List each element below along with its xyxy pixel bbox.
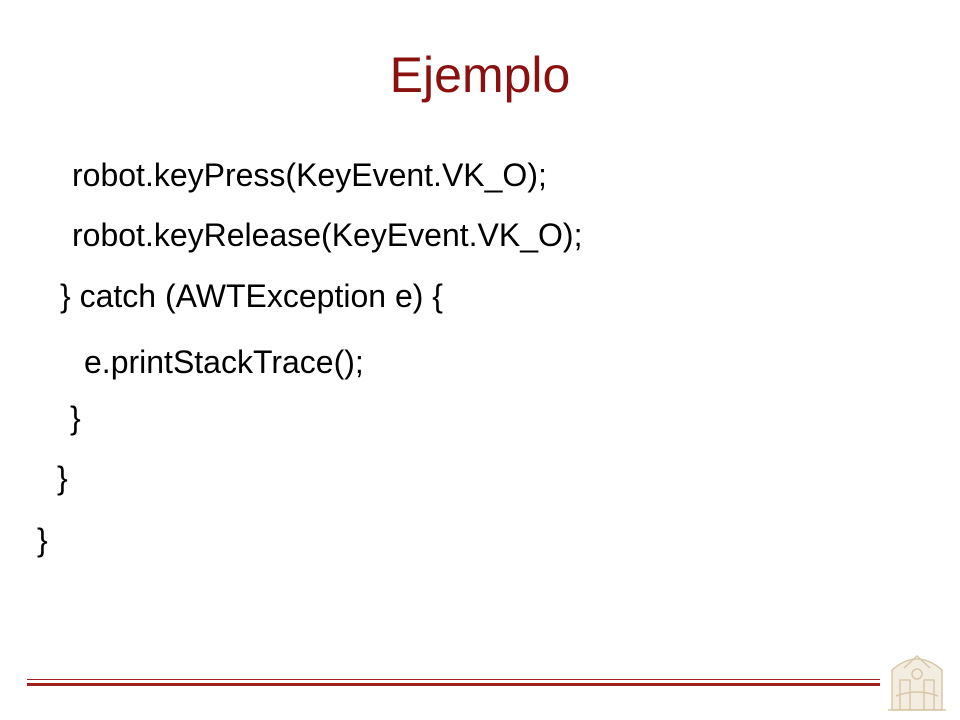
code-line: e.printStackTrace(); [84,344,364,380]
code-line: robot.keyRelease(KeyEvent.VK_O); [72,217,583,253]
code-line: robot.keyPress(KeyEvent.VK_O); [72,157,547,193]
code-line: } [70,400,81,436]
code-line: } catch (AWTException e) { [60,278,443,314]
code-line: } [57,460,68,496]
code-line: } [37,522,48,558]
university-emblem-icon [882,640,952,714]
footer-rule-thin [27,679,880,680]
footer-rule-thick [27,683,880,686]
slide-title: Ejemplo [389,47,571,103]
